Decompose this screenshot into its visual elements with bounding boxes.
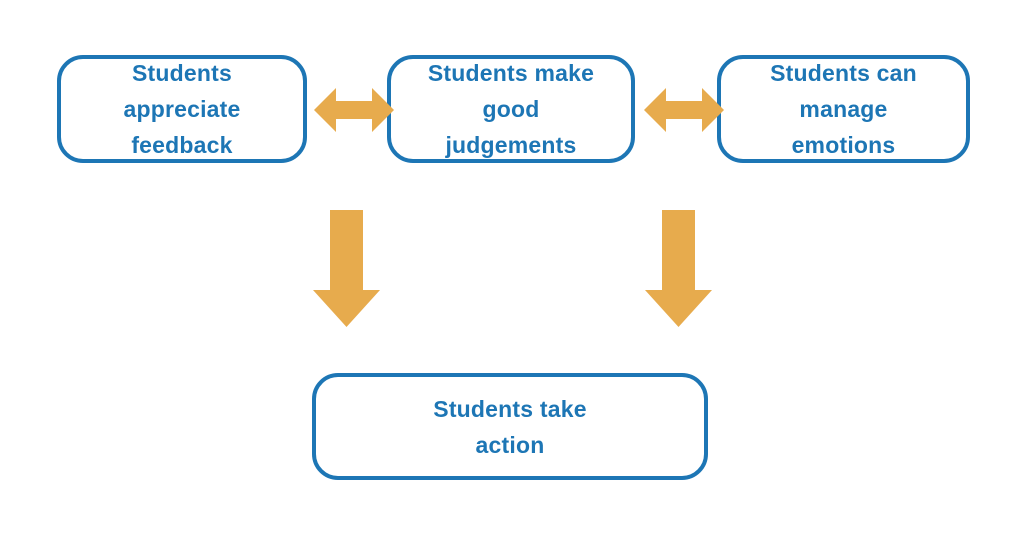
node-appreciate-feedback: Students appreciate feedback xyxy=(57,55,307,163)
node-manage-emotions-label: Students can manage emotions xyxy=(770,60,917,158)
node-take-action-label: Students take action xyxy=(433,395,587,458)
node-good-judgements-label: Students make good judgements xyxy=(427,60,595,158)
node-appreciate-feedback-label: Students appreciate feedback xyxy=(123,60,241,158)
node-good-judgements: Students make good judgements xyxy=(387,55,635,163)
double-arrow-icon xyxy=(314,88,394,132)
down-arrow-icon xyxy=(313,210,380,327)
node-take-action: Students take action xyxy=(312,373,708,480)
node-manage-emotions: Students can manage emotions xyxy=(717,55,970,163)
down-arrow-icon xyxy=(645,210,712,327)
double-arrow-icon xyxy=(644,88,724,132)
